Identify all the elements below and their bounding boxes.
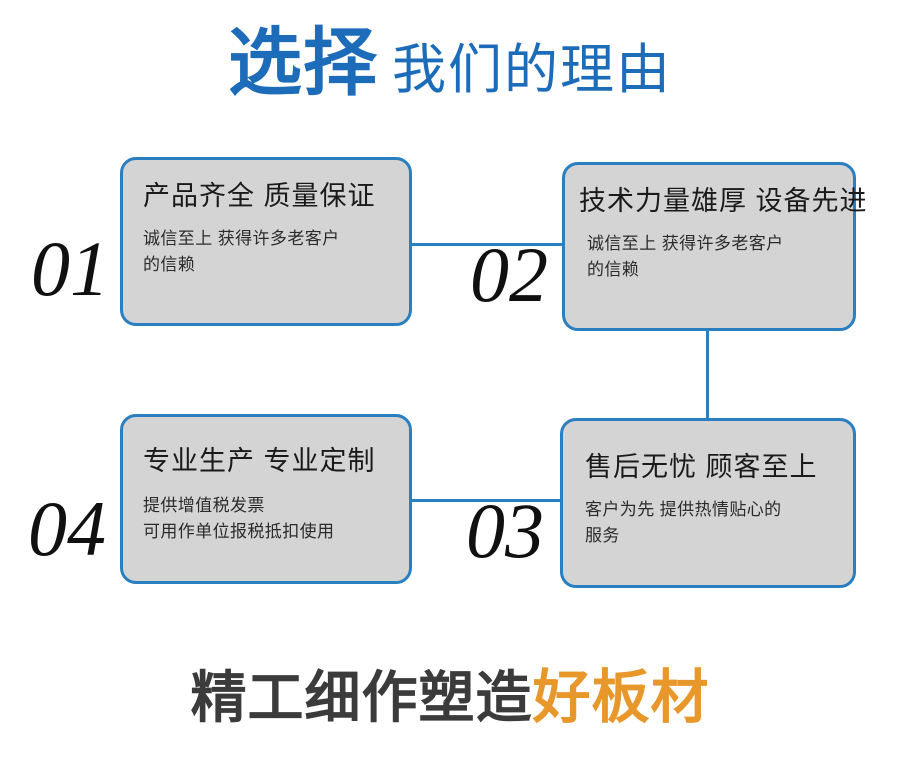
card-number-04: 04 xyxy=(28,485,106,572)
page-title: 选择我们的理由 xyxy=(0,26,900,100)
feature-card-03-content: 售后无忧 顾客至上 客户为先 提供热情贴心的 服务 xyxy=(563,421,853,585)
feature-card-04-title: 专业生产 专业定制 xyxy=(143,446,376,476)
feature-card-03-title: 售后无忧 顾客至上 xyxy=(585,452,818,482)
footer-slogan: 精工细作塑造好板材 xyxy=(0,669,900,727)
card-number-02: 02 xyxy=(470,231,548,318)
feature-card-02-body-line-1: 诚信至上 获得许多老客户 xyxy=(587,233,784,253)
feature-card-04[interactable]: 专业生产 专业定制 提供增值税发票 可用作单位报税抵扣使用 xyxy=(120,414,412,584)
feature-card-03-body-line-1: 客户为先 提供热情贴心的 xyxy=(585,499,782,519)
feature-card-04-body-line-1: 提供增值税发票 xyxy=(143,495,265,515)
page-title-strong: 选择 xyxy=(228,21,378,104)
feature-card-03-body-line-2: 服务 xyxy=(585,526,620,546)
feature-card-01-body-line-2: 的信赖 xyxy=(143,255,196,275)
footer-slogan-dark: 精工细作塑造 xyxy=(190,666,533,729)
feature-card-04-body: 提供增值税发票 可用作单位报税抵扣使用 xyxy=(143,493,393,546)
connector-line-04-to-03 xyxy=(410,499,562,502)
footer-slogan-accent: 好板材 xyxy=(532,665,710,730)
connector-line-01-to-02 xyxy=(410,243,566,246)
feature-card-04-content: 专业生产 专业定制 提供增值税发票 可用作单位报税抵扣使用 xyxy=(123,417,409,581)
feature-card-02-content: 技术力量雄厚 设备先进 诚信至上 获得许多老客户 的信赖 xyxy=(565,165,868,328)
feature-card-01-content: 产品齐全 质量保证 诚信至上 获得许多老客户 的信赖 xyxy=(123,160,409,323)
feature-card-01-body: 诚信至上 获得许多老客户 的信赖 xyxy=(143,226,393,279)
connector-line-02-to-03 xyxy=(706,328,709,420)
page-title-light: 我们的理由 xyxy=(392,40,672,100)
card-number-03: 03 xyxy=(466,487,544,574)
feature-card-03[interactable]: 售后无忧 顾客至上 客户为先 提供热情贴心的 服务 xyxy=(560,418,856,588)
feature-card-01-body-line-1: 诚信至上 获得许多老客户 xyxy=(143,228,340,248)
feature-card-03-body: 客户为先 提供热情贴心的 服务 xyxy=(585,497,837,550)
feature-card-04-body-line-2: 可用作单位报税抵扣使用 xyxy=(143,522,335,542)
feature-card-01[interactable]: 产品齐全 质量保证 诚信至上 获得许多老客户 的信赖 xyxy=(120,157,412,326)
feature-card-02-body-line-2: 的信赖 xyxy=(587,260,640,280)
feature-card-02[interactable]: 技术力量雄厚 设备先进 诚信至上 获得许多老客户 的信赖 xyxy=(562,162,868,331)
feature-card-02-body: 诚信至上 获得许多老客户 的信赖 xyxy=(587,231,837,284)
feature-card-01-title: 产品齐全 质量保证 xyxy=(143,181,376,211)
card-number-01: 01 xyxy=(31,225,109,312)
feature-card-02-title: 技术力量雄厚 设备先进 xyxy=(579,186,868,216)
